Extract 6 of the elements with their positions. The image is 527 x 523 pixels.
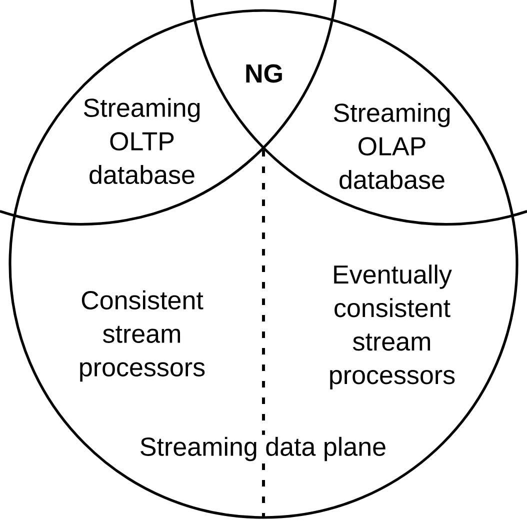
- region-label: Streaming OLAP database: [334, 102, 450, 190]
- overlap-label: NG: [246, 64, 282, 83]
- region-label: Consistent stream processors: [80, 290, 205, 382]
- region-label: Eventually consistent stream processors: [330, 264, 455, 390]
- region-label: Streaming OLTP database: [84, 98, 200, 184]
- region-label: Streaming data plane: [137, 434, 389, 464]
